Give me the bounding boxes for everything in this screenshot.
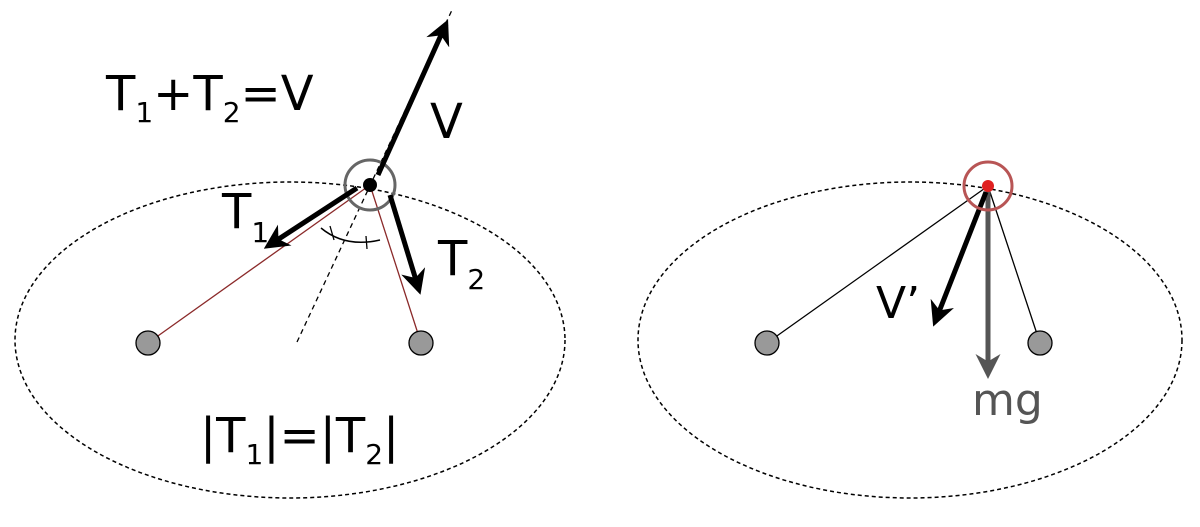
right-orbit-ellipse	[637, 181, 1183, 499]
label-mg: mg	[972, 375, 1043, 426]
left-diagram: T1+T2=V V T1 T2 |T1|=|T2|	[14, 9, 566, 499]
rope-4	[987, 185, 1041, 344]
label-t1: T1	[221, 184, 269, 249]
equation-sum: T1+T2=V	[105, 66, 314, 129]
node-ring-red	[962, 160, 1014, 212]
magnitude-equation: |T1|=|T2|	[200, 408, 399, 471]
right-diagram: V’ mg	[637, 160, 1183, 499]
angle-arc	[320, 227, 381, 243]
rope-2	[369, 184, 422, 344]
vector-t1-arrow	[263, 185, 359, 249]
anchor-ball-4	[1027, 330, 1053, 356]
vector-v-arrow	[375, 19, 450, 177]
rope-3	[766, 185, 989, 344]
anchor-ball-1	[135, 330, 161, 356]
vector-vprime-arrow	[930, 191, 989, 327]
angle-tick-2	[365, 235, 368, 250]
label-vprime: V’	[876, 278, 920, 329]
vector-t2-arrow	[387, 194, 426, 295]
angle-tick-1	[329, 225, 335, 241]
node-ring	[343, 158, 397, 212]
node-red	[982, 180, 994, 192]
node	[363, 178, 377, 192]
anchor-ball-2	[408, 330, 434, 356]
v-extension-dashed-line	[296, 9, 453, 343]
left-orbit-ellipse	[14, 181, 566, 499]
anchor-ball-3	[754, 330, 780, 356]
label-t2: T2	[437, 231, 485, 296]
label-v: V	[430, 94, 463, 150]
rope-1	[147, 184, 371, 344]
